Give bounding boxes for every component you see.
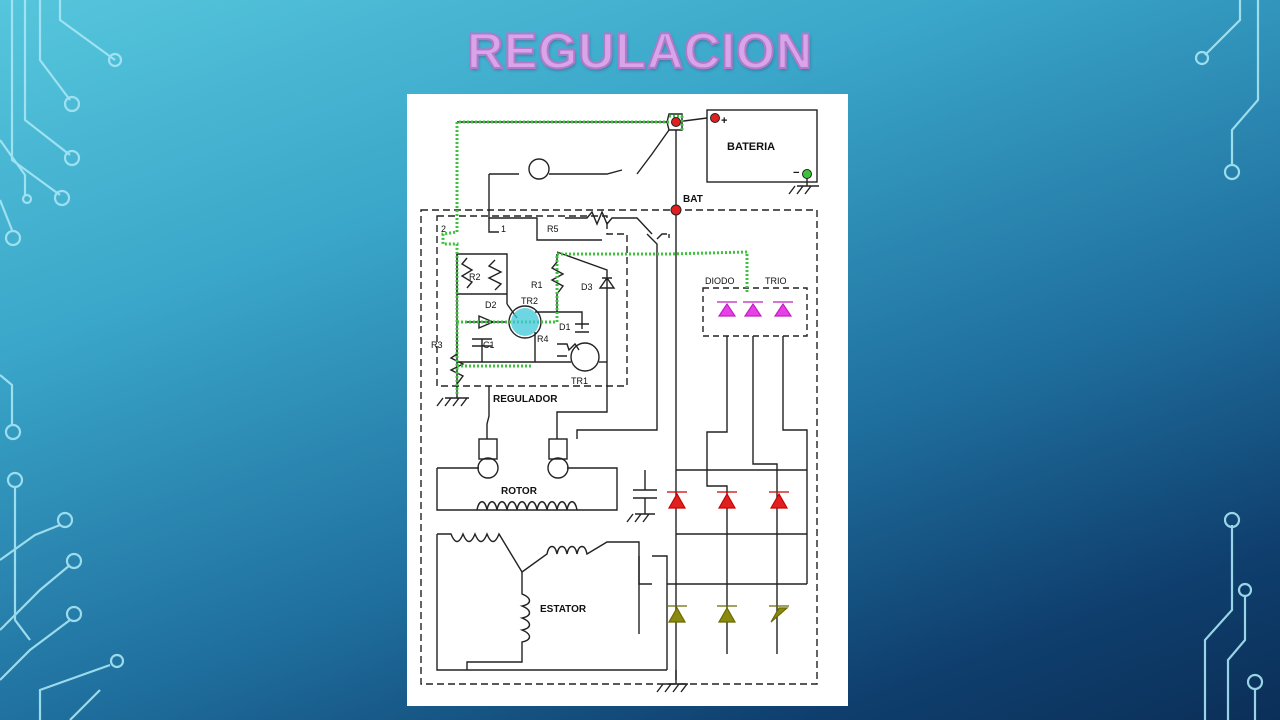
d3-label: D3: [581, 282, 593, 292]
current-path-highlight: [441, 114, 749, 394]
tr1-label: TR1: [571, 376, 588, 386]
tr2-transistor-fill: [511, 308, 539, 336]
alternator-housing-outline: [420, 209, 818, 685]
diode-trio-diodes: [717, 301, 793, 317]
r3-label: R3: [431, 340, 443, 350]
minus-label: −: [793, 167, 799, 179]
battery-box: [706, 109, 818, 183]
battery-minus-dot: [802, 169, 812, 179]
regulador-label: REGULADOR: [493, 394, 558, 405]
positive-rectifier-diodes: [667, 491, 789, 509]
r5-label: R5: [547, 224, 559, 234]
battery-terminal-dot: [671, 117, 681, 127]
node1-label: 1: [501, 224, 506, 234]
bateria-label: BATERIA: [727, 141, 775, 153]
bat-label: BAT: [683, 194, 703, 205]
r4-label: R4: [537, 334, 549, 344]
slide-title: REGULACION: [466, 22, 814, 80]
schematic-panel: BATERIA + − BAT R5 1 2 R2 R1 TR2 D3 D2 D…: [407, 94, 848, 706]
trio-label: TRIO: [765, 276, 787, 286]
r1-label: R1: [531, 280, 543, 290]
diode-trio-outline: [702, 287, 808, 337]
rotor-label: ROTOR: [501, 486, 538, 497]
battery-plus-dot: [710, 113, 720, 123]
negative-rectifier-diodes: [667, 605, 789, 623]
plus-label: +: [721, 115, 727, 127]
diodo-label: DIODO: [705, 276, 735, 286]
c1-label: C1: [483, 340, 495, 350]
d1-label: D1: [559, 322, 571, 332]
regulator-outline: [436, 215, 628, 387]
bat-terminal-dot: [670, 204, 682, 216]
tr2-label: TR2: [521, 296, 538, 306]
d2-label: D2: [485, 300, 497, 310]
r2-label: R2: [469, 272, 481, 282]
node2-label: 2: [441, 224, 446, 234]
estator-label: ESTATOR: [540, 604, 587, 615]
alternator-regulator-schematic: BATERIA + − BAT R5 1 2 R2 R1 TR2 D3 D2 D…: [420, 109, 819, 693]
